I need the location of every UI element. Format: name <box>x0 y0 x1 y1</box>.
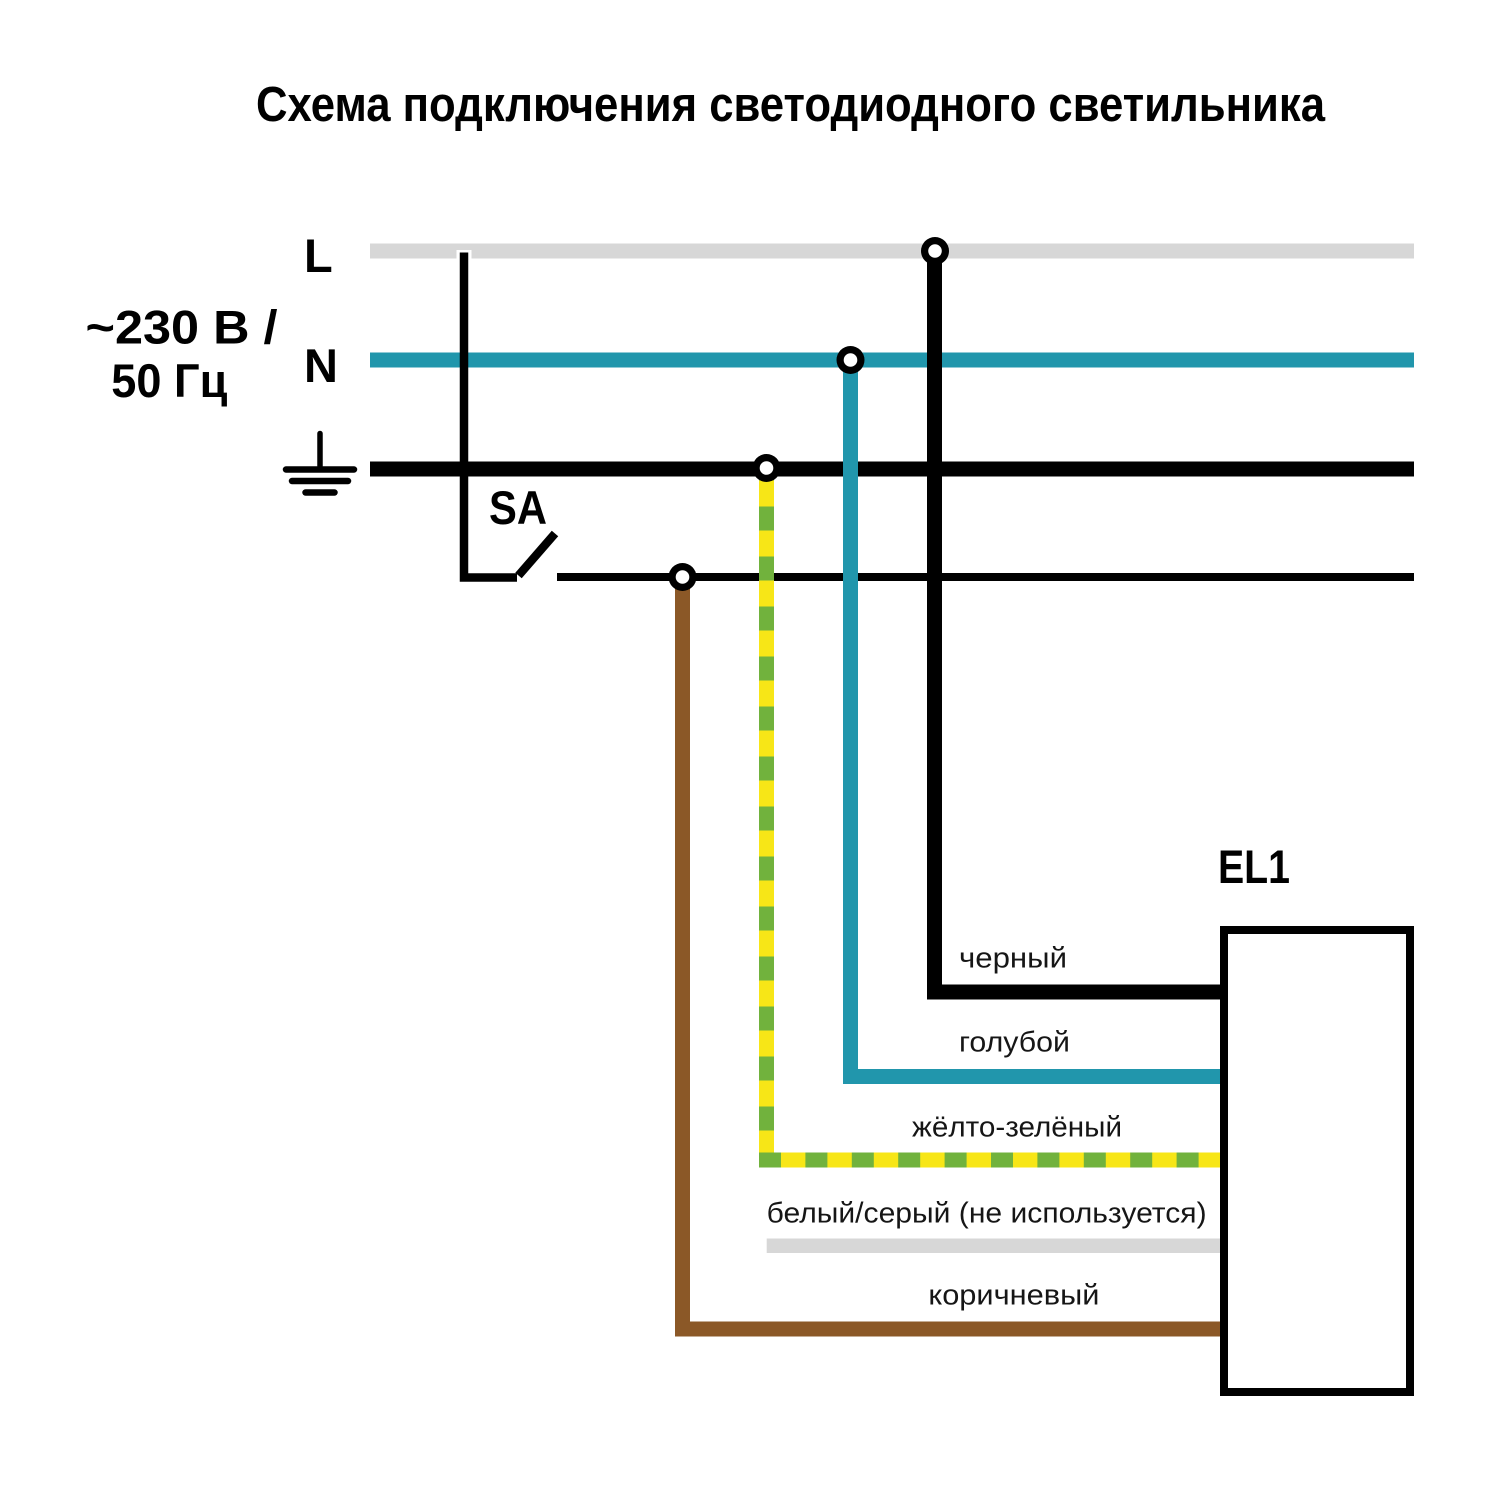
svg-text:голубой: голубой <box>959 1027 1070 1059</box>
svg-text:Схема подключения светодиодног: Схема подключения светодиодного светильн… <box>256 78 1326 132</box>
svg-text:N: N <box>304 339 338 392</box>
svg-text:черный: черный <box>959 942 1067 974</box>
svg-text:коричневый: коричневый <box>928 1280 1099 1312</box>
svg-text:EL1: EL1 <box>1218 840 1290 893</box>
svg-text:SA: SA <box>489 481 547 534</box>
svg-text:~230 В /: ~230 В / <box>86 301 278 354</box>
svg-text:L: L <box>304 229 333 282</box>
svg-text:белый/серый (не используется): белый/серый (не используется) <box>767 1198 1207 1230</box>
svg-text:50 Гц: 50 Гц <box>111 354 227 407</box>
svg-text:жёлто-зелёный: жёлто-зелёный <box>912 1111 1122 1143</box>
